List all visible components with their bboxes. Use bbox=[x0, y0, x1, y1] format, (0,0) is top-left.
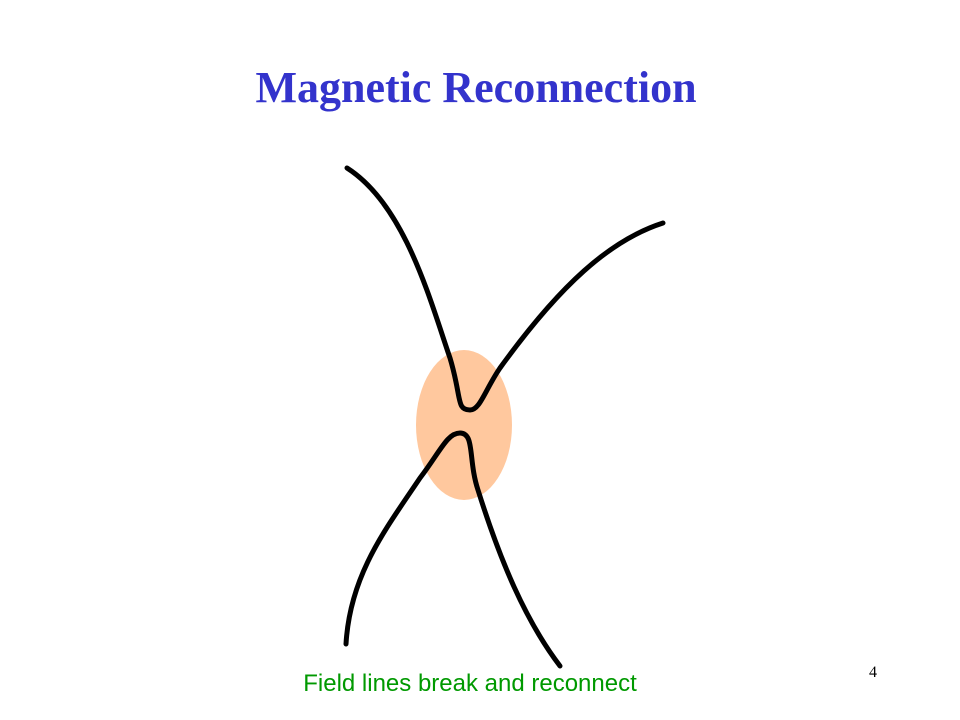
upper-field-line bbox=[344, 165, 666, 413]
lower-field-line bbox=[343, 430, 563, 669]
diagram-caption: Field lines break and reconnect bbox=[303, 670, 637, 697]
slide-title: Magnetic Reconnection bbox=[255, 63, 697, 112]
slide-number: 4 bbox=[869, 664, 877, 681]
